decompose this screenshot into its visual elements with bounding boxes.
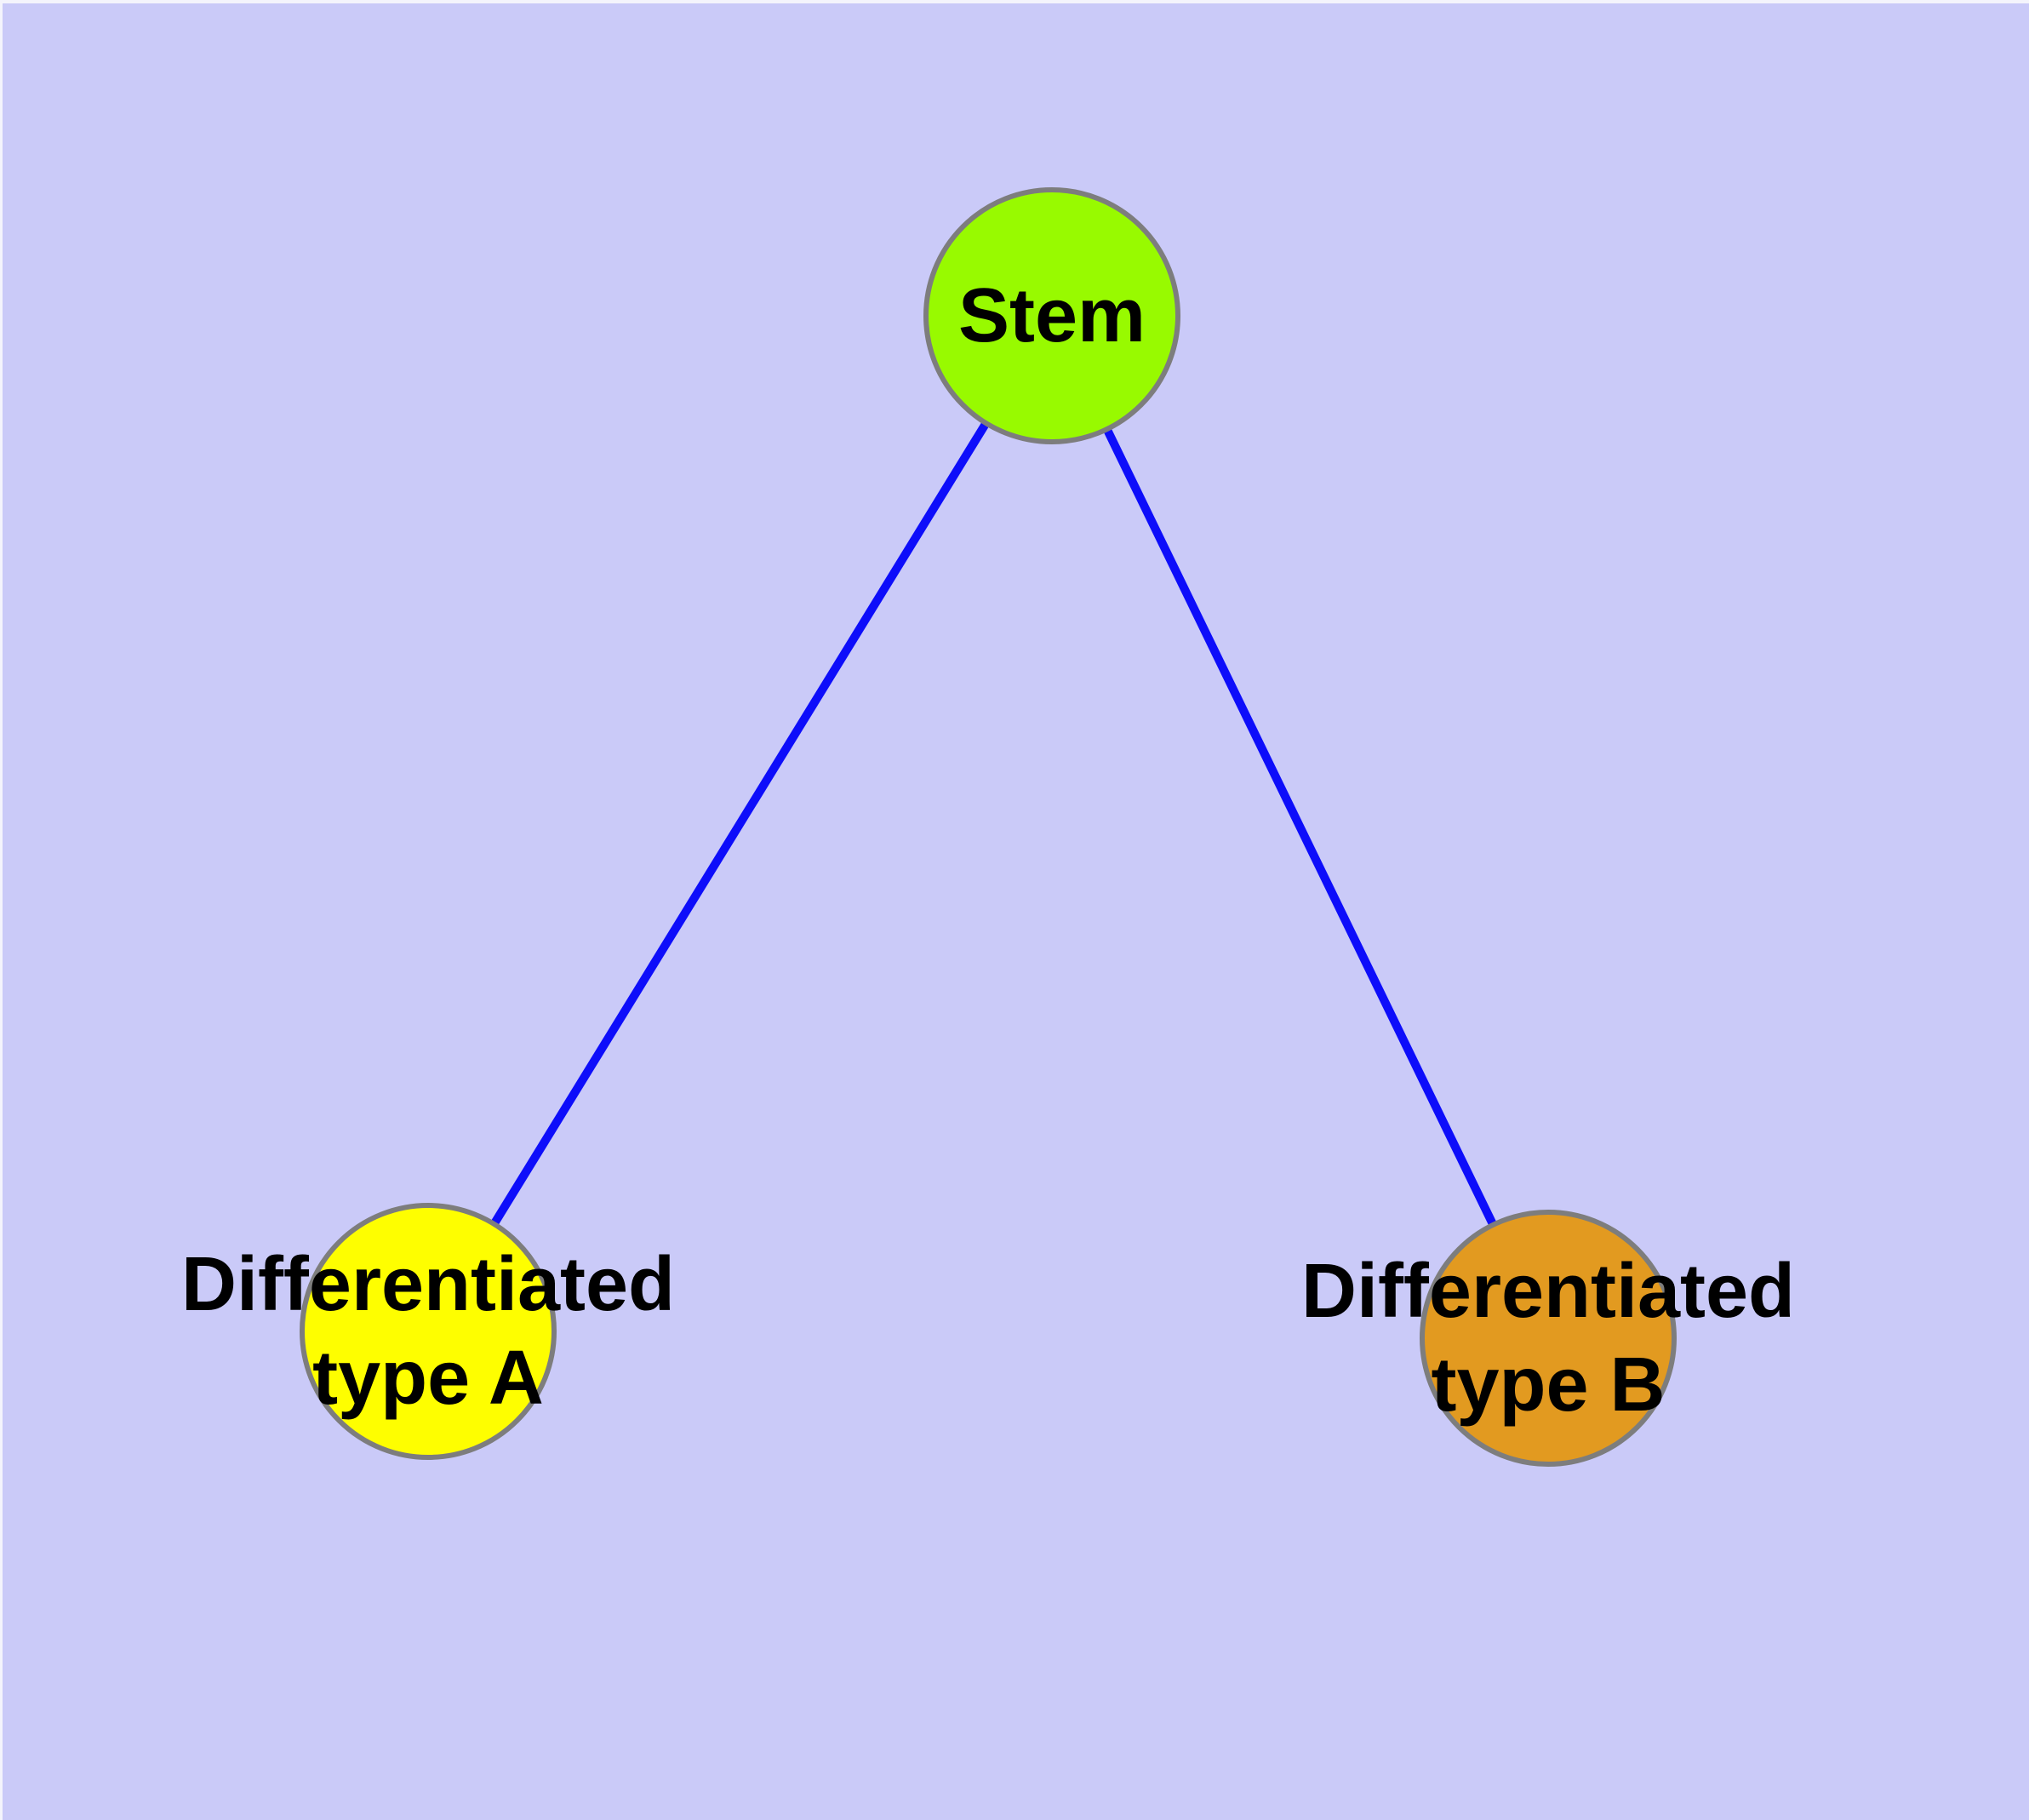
node-stem-circle [923,187,1180,444]
node-differentiated-type-a-circle [300,1203,557,1460]
node-differentiated-type-b-circle [1420,1210,1677,1467]
edge-stem-to-type-a [424,313,1056,1334]
node-differentiated-type-b-label-line1: Differentiated [1301,1249,1795,1334]
node-layer [300,187,1677,1467]
node-differentiated-type-b-label-line2: type B [1431,1342,1665,1428]
node-stem-label: Stem [958,273,1146,358]
node-differentiated-type-a-label-line2: type A [312,1336,544,1421]
edge-stem-to-type-b [1048,313,1552,1341]
edge-layer [424,313,1552,1341]
label-layer: Stem Differentiated type A Differentiate… [181,273,1795,1428]
node-differentiated-type-a-label-line1: Differentiated [181,1242,675,1327]
